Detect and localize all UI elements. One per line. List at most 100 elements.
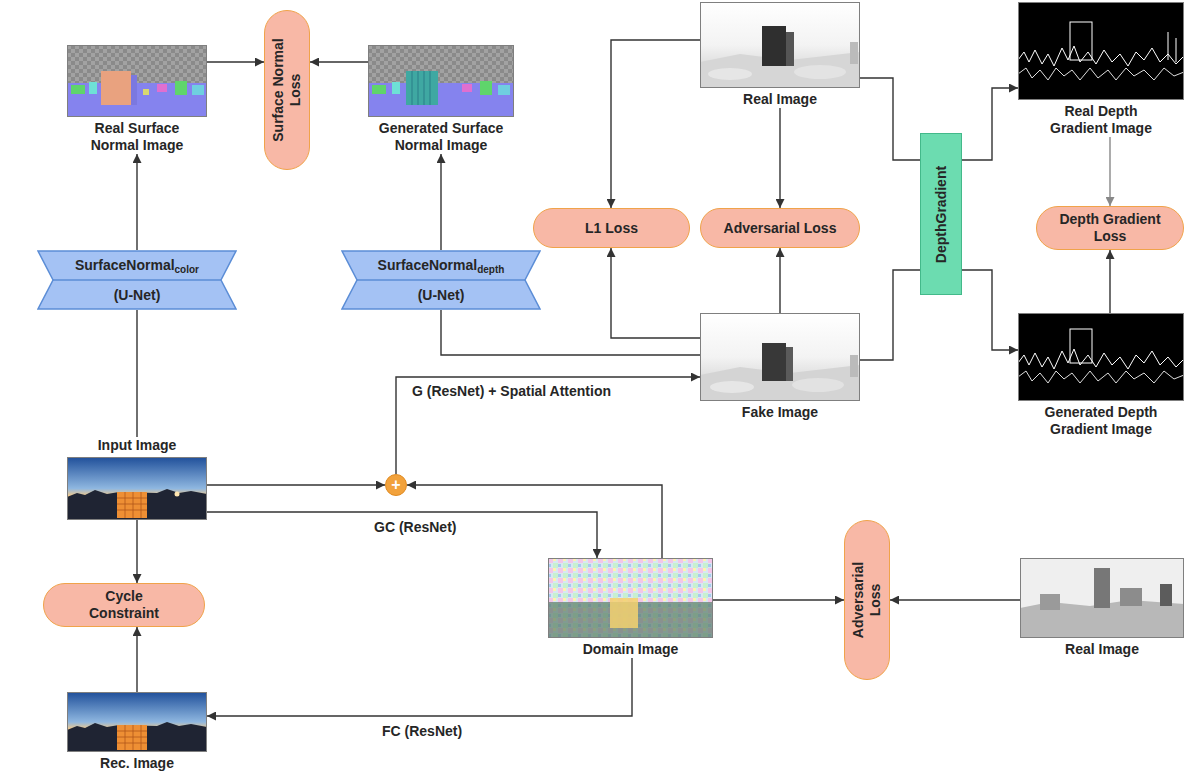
loss-pill: Adversarial Loss <box>700 208 860 248</box>
network-subscript: color <box>175 261 199 278</box>
building <box>117 492 147 518</box>
edge-label: FC (ResNet) <box>380 723 464 740</box>
surface-normal-picture <box>67 45 207 117</box>
loss-label: Adversarial Loss <box>850 550 884 650</box>
edge-trace <box>1018 371 1184 383</box>
building-side <box>786 32 794 66</box>
connector-arrow <box>441 310 700 355</box>
panorama-picture <box>67 692 207 752</box>
connector-arrow <box>962 88 1018 160</box>
terrain <box>794 65 846 79</box>
loss-label: Depth Gradient Loss <box>1050 211 1170 245</box>
surface-normal-picture <box>368 45 514 117</box>
image-panel: Input Image <box>67 437 207 520</box>
connector-arrow <box>611 40 700 208</box>
loss-pill: Depth Gradient Loss <box>1036 206 1184 250</box>
building-outline <box>1070 329 1092 363</box>
connector-arrow <box>890 599 1020 600</box>
depth-picture <box>1020 558 1184 638</box>
object <box>462 84 472 92</box>
image-panel: Fake Image <box>700 313 860 421</box>
building-grid <box>117 492 147 518</box>
loss-pill: Surface Normal Loss <box>264 10 310 170</box>
depth-picture <box>700 2 860 88</box>
object <box>89 82 97 94</box>
connector-arrow <box>207 658 632 716</box>
gradient-ground <box>1018 2 1184 100</box>
building-side <box>786 347 793 381</box>
edge-trace <box>1018 46 1184 66</box>
image-frame <box>67 692 207 752</box>
divider-line <box>357 279 525 281</box>
edge-trace <box>1168 32 1176 62</box>
building-lines <box>412 71 430 105</box>
image-caption: Domain Image <box>583 641 679 658</box>
loss-label: Surface Normal Loss <box>270 30 304 150</box>
connector-arrow <box>136 154 137 250</box>
sky <box>67 457 207 520</box>
image-panel: Domain Image <box>548 558 713 658</box>
object <box>157 84 167 92</box>
sum-sign: + <box>391 477 400 493</box>
building <box>1094 568 1110 608</box>
loss-pill: L1 Loss <box>533 208 690 248</box>
building-grid <box>117 725 147 750</box>
building <box>762 343 786 381</box>
building-outline <box>1070 22 1092 60</box>
image-caption: Real Image <box>1065 641 1139 658</box>
connector-arrow <box>207 512 597 558</box>
loss-pill: Adversarial Loss <box>844 520 890 680</box>
building <box>406 71 438 105</box>
depth-picture <box>700 313 860 401</box>
network-name: SurfaceNormal <box>75 257 175 274</box>
building <box>101 71 131 105</box>
object <box>1120 588 1142 606</box>
connector-arrow <box>860 270 920 360</box>
connector-arrow <box>440 154 441 250</box>
connector-arrow <box>860 78 920 160</box>
image-panel: Rec. Image <box>67 692 207 772</box>
image-caption: Real Depth Gradient Image <box>1041 103 1161 137</box>
network-block: SurfaceNormaldepth(U-Net) <box>341 250 541 310</box>
divider-line <box>53 279 221 281</box>
connector-arrow <box>136 627 137 692</box>
network-block: SurfaceNormalcolor (U-Net) <box>37 250 237 310</box>
connector-arrow <box>779 248 780 313</box>
image-panel: Real Surface Normal Image <box>67 45 207 154</box>
domain-picture <box>548 558 713 638</box>
object <box>175 81 187 95</box>
image-frame <box>548 558 713 638</box>
image-caption: Generated Surface Normal Image <box>371 120 511 154</box>
object <box>1160 584 1172 606</box>
network-type: (U-Net) <box>114 287 161 304</box>
connector-arrow <box>1109 250 1110 313</box>
connector-arrow <box>611 248 700 338</box>
connector-arrow <box>136 520 137 583</box>
image-frame <box>368 45 514 117</box>
operation-box: DepthGradient <box>920 133 962 295</box>
object <box>850 42 858 64</box>
image-caption: Real Image <box>743 91 817 108</box>
connector-arrow <box>136 310 137 437</box>
connector-arrow <box>1109 137 1110 206</box>
image-frame <box>1018 313 1184 401</box>
image-frame <box>67 457 207 520</box>
terrain <box>792 378 844 392</box>
depth-gradient-picture <box>1018 2 1184 100</box>
network-subscript: depth <box>477 261 504 278</box>
loss-label: L1 Loss <box>585 220 638 237</box>
image-caption: Real Surface Normal Image <box>77 120 197 154</box>
city <box>67 489 207 520</box>
object <box>143 89 149 95</box>
sum-node: + <box>385 474 407 496</box>
loss-pill: Cycle Constraint <box>43 583 205 627</box>
object <box>850 355 858 377</box>
image-caption: Generated Depth Gradient Image <box>1036 404 1166 438</box>
edge-label: GC (ResNet) <box>372 519 458 536</box>
image-caption: Rec. Image <box>100 755 174 772</box>
object <box>480 81 492 95</box>
image-panel: Real Depth Gradient Image <box>1018 2 1184 137</box>
sky <box>67 692 207 752</box>
